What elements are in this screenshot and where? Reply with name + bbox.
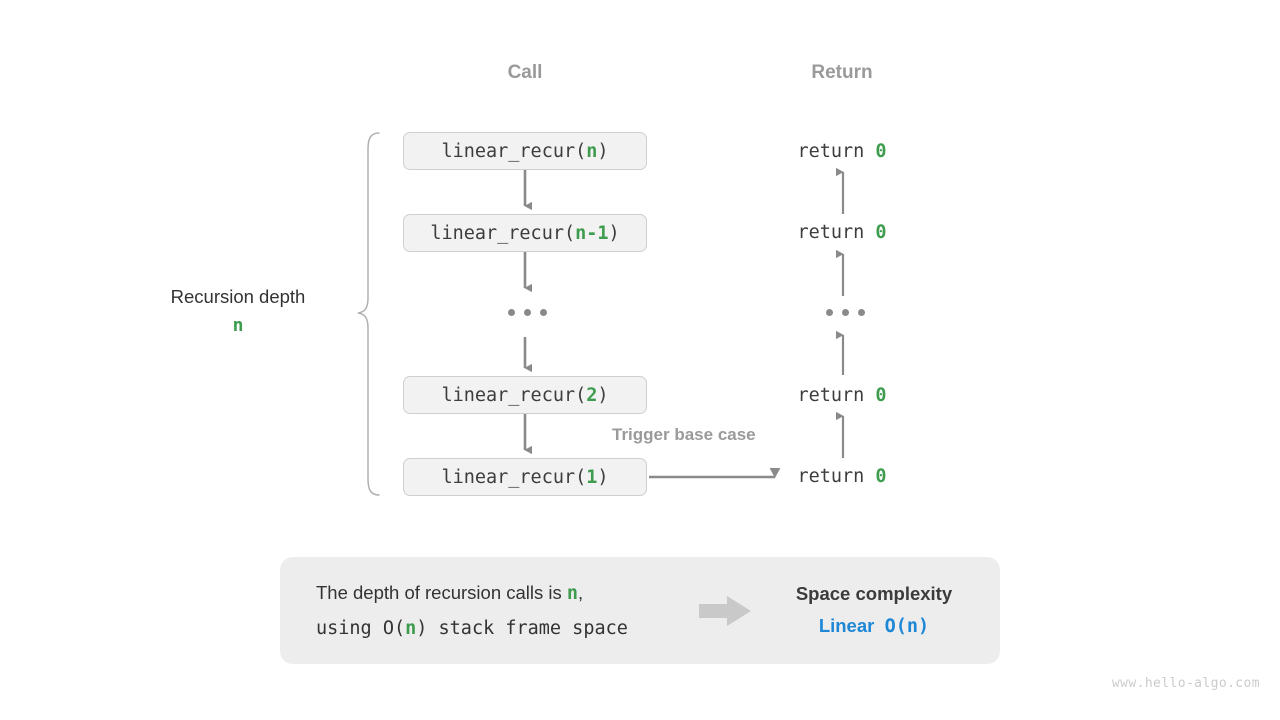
return-statement-3: return 0 xyxy=(720,466,964,487)
call-frame-3-arg: 1 xyxy=(586,466,598,488)
summary-line-2: using O(n) stack frame space xyxy=(316,611,680,646)
ellipsis-dot xyxy=(842,309,849,316)
ellipsis-dot xyxy=(826,309,833,316)
summary-line-2-b: ) stack frame space xyxy=(416,617,628,639)
call-frame-1[interactable]: linear_recur(n-1) xyxy=(403,214,647,252)
call-frame-2[interactable]: linear_recur(2) xyxy=(403,376,647,414)
summary-result-kind: Linear xyxy=(818,615,875,636)
trigger-base-case-label: Trigger base case xyxy=(612,425,756,444)
call-frame-3-prefix: linear_recur( xyxy=(441,466,587,488)
call-frame-0-suffix: ) xyxy=(597,140,609,162)
ellipsis-dot xyxy=(508,309,515,316)
return-statement-3-text: return xyxy=(797,466,876,487)
call-frame-1-arg: n-1 xyxy=(575,222,609,244)
summary-line-1: The depth of recursion calls is n, xyxy=(316,576,680,611)
summary-result-value: Linear O(n) xyxy=(770,610,978,643)
return-statement-2-text: return xyxy=(797,385,876,406)
return-statement-2: return 0 xyxy=(720,385,964,406)
return-statement-1: return 0 xyxy=(720,222,964,243)
call-frame-0[interactable]: linear_recur(n) xyxy=(403,132,647,170)
ellipsis-dot xyxy=(524,309,531,316)
summary-line-2-a: using O( xyxy=(316,617,406,639)
call-frame-3-suffix: ) xyxy=(597,466,609,488)
ellipsis-dot xyxy=(540,309,547,316)
recursion-depth-value: n xyxy=(232,315,244,336)
summary-line-1-b: , xyxy=(578,581,584,603)
summary-result-title: Space complexity xyxy=(795,583,953,604)
call-frame-2-arg: 2 xyxy=(586,384,598,406)
watermark: www.hello-algo.com xyxy=(1111,676,1260,691)
return-statement-3-value: 0 xyxy=(875,466,887,487)
call-frame-0-arg: n xyxy=(586,140,598,162)
return-statement-0-value: 0 xyxy=(875,141,887,162)
summary-result-notation: O(n) xyxy=(884,616,930,637)
return-statement-0: return 0 xyxy=(720,141,964,162)
summary-arrow-wrap xyxy=(680,594,770,628)
return-statement-1-text: return xyxy=(797,222,876,243)
block-arrow-right-icon xyxy=(699,595,751,626)
call-ellipsis xyxy=(508,309,547,316)
summary-result: Space complexity Linear O(n) xyxy=(770,578,1000,643)
summary-description: The depth of recursion calls is n, using… xyxy=(280,576,680,646)
call-frame-3[interactable]: linear_recur(1) xyxy=(403,458,647,496)
recursion-depth-brace xyxy=(357,132,380,496)
ellipsis-dot xyxy=(858,309,865,316)
return-statement-2-value: 0 xyxy=(875,385,887,406)
summary-line-2-n: n xyxy=(405,617,417,639)
call-frame-1-prefix: linear_recur( xyxy=(430,222,576,244)
call-frame-1-suffix: ) xyxy=(608,222,620,244)
return-statement-0-text: return xyxy=(797,141,876,162)
summary-line-1-n: n xyxy=(566,582,579,604)
call-frame-2-suffix: ) xyxy=(597,384,609,406)
recursion-depth-label: Recursion depth n xyxy=(120,283,356,341)
call-frame-2-prefix: linear_recur( xyxy=(441,384,587,406)
summary-line-1-a: The depth of recursion calls is xyxy=(316,581,567,603)
column-header-call: Call xyxy=(507,62,543,83)
return-statement-1-value: 0 xyxy=(875,222,887,243)
call-frame-0-prefix: linear_recur( xyxy=(441,140,587,162)
column-header-return: Return xyxy=(811,62,873,83)
summary-panel: The depth of recursion calls is n, using… xyxy=(280,557,1000,664)
recursion-depth-text: Recursion depth xyxy=(170,286,306,307)
return-ellipsis xyxy=(826,309,865,316)
